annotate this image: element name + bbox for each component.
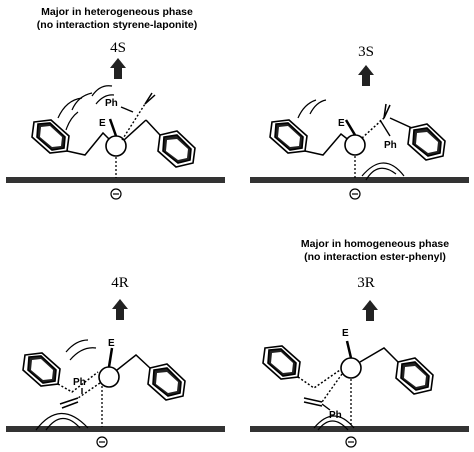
label-4R: 4R xyxy=(111,275,129,291)
laponite-surface xyxy=(6,426,225,432)
benzene-ring-right xyxy=(407,123,446,161)
benzene-ring-left xyxy=(262,345,301,380)
stereocenter-circle xyxy=(340,357,362,379)
atom-label-Ph: Ph xyxy=(73,377,86,388)
atom-label-Ph: Ph xyxy=(105,98,118,109)
panel-3S: E Ph xyxy=(250,65,469,200)
laponite-surface xyxy=(250,426,469,432)
caption-bottom-right: Major in homogeneous phase (no interacti… xyxy=(280,238,470,264)
atom-label-E: E xyxy=(338,118,345,129)
benzene-ring-right xyxy=(147,363,186,401)
caption-bottom-right-line2: (no interaction ester-phenyl) xyxy=(304,251,446,263)
label-3R: 3R xyxy=(357,275,375,291)
steric-arcs xyxy=(35,339,97,431)
panel-3R: E Ph xyxy=(250,300,469,448)
steric-arcs xyxy=(297,99,405,181)
benzene-ring-right xyxy=(395,357,434,395)
caption-top-left: Major in heterogeneous phase (no interac… xyxy=(22,6,212,32)
panel-4R: E Ph xyxy=(6,299,225,448)
panel-4S: E Ph xyxy=(6,58,225,200)
atom-label-E: E xyxy=(108,338,115,349)
laponite-surface xyxy=(250,177,469,183)
atom-label-E: E xyxy=(342,328,349,339)
benzene-ring-left xyxy=(22,352,61,387)
stereocenter-circle xyxy=(98,366,120,388)
up-arrow-icon xyxy=(358,65,374,86)
benzene-ring-right xyxy=(157,130,196,168)
caption-top-left-line1: Major in heterogeneous phase xyxy=(41,6,193,18)
laponite-surface xyxy=(6,177,225,183)
steric-arcs xyxy=(57,85,115,131)
caption-top-left-line2: (no interaction styrene-laponite) xyxy=(36,19,198,31)
up-arrow-icon xyxy=(110,58,126,79)
label-4S: 4S xyxy=(110,40,126,56)
up-arrow-icon xyxy=(112,299,128,320)
label-3S: 3S xyxy=(358,44,374,60)
up-arrow-icon xyxy=(362,300,378,321)
caption-bottom-right-line1: Major in homogeneous phase xyxy=(300,238,450,250)
benzene-ring-left xyxy=(31,119,70,154)
atom-label-E: E xyxy=(99,118,106,129)
benzene-ring-left xyxy=(269,119,308,154)
atom-label-Ph: Ph xyxy=(384,140,397,151)
